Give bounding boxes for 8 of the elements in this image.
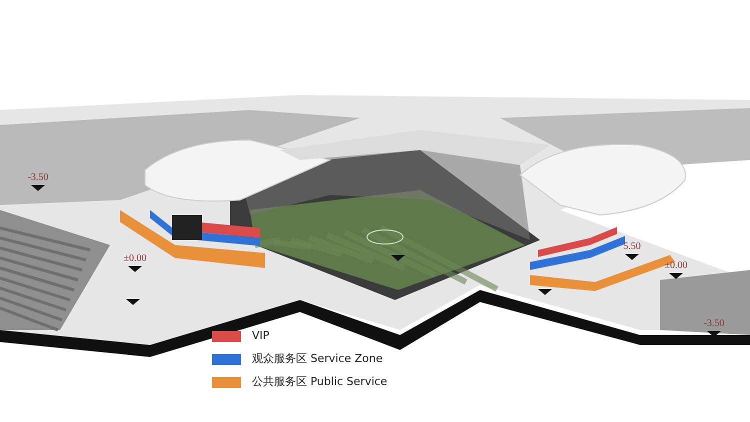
legend-text: VIP — [252, 330, 270, 342]
elevation-label: 5.50 — [623, 241, 641, 252]
legend-text: 公共服务区 Public Service — [252, 376, 388, 388]
elevation-label: -3.50 — [28, 172, 48, 183]
elevation-label: ±0.00 — [664, 260, 688, 271]
legend-text: 观众服务区 Service Zone — [252, 353, 383, 365]
elevation-label: ±0.00 — [124, 253, 146, 264]
elevation-label: -3.50 — [704, 318, 724, 329]
